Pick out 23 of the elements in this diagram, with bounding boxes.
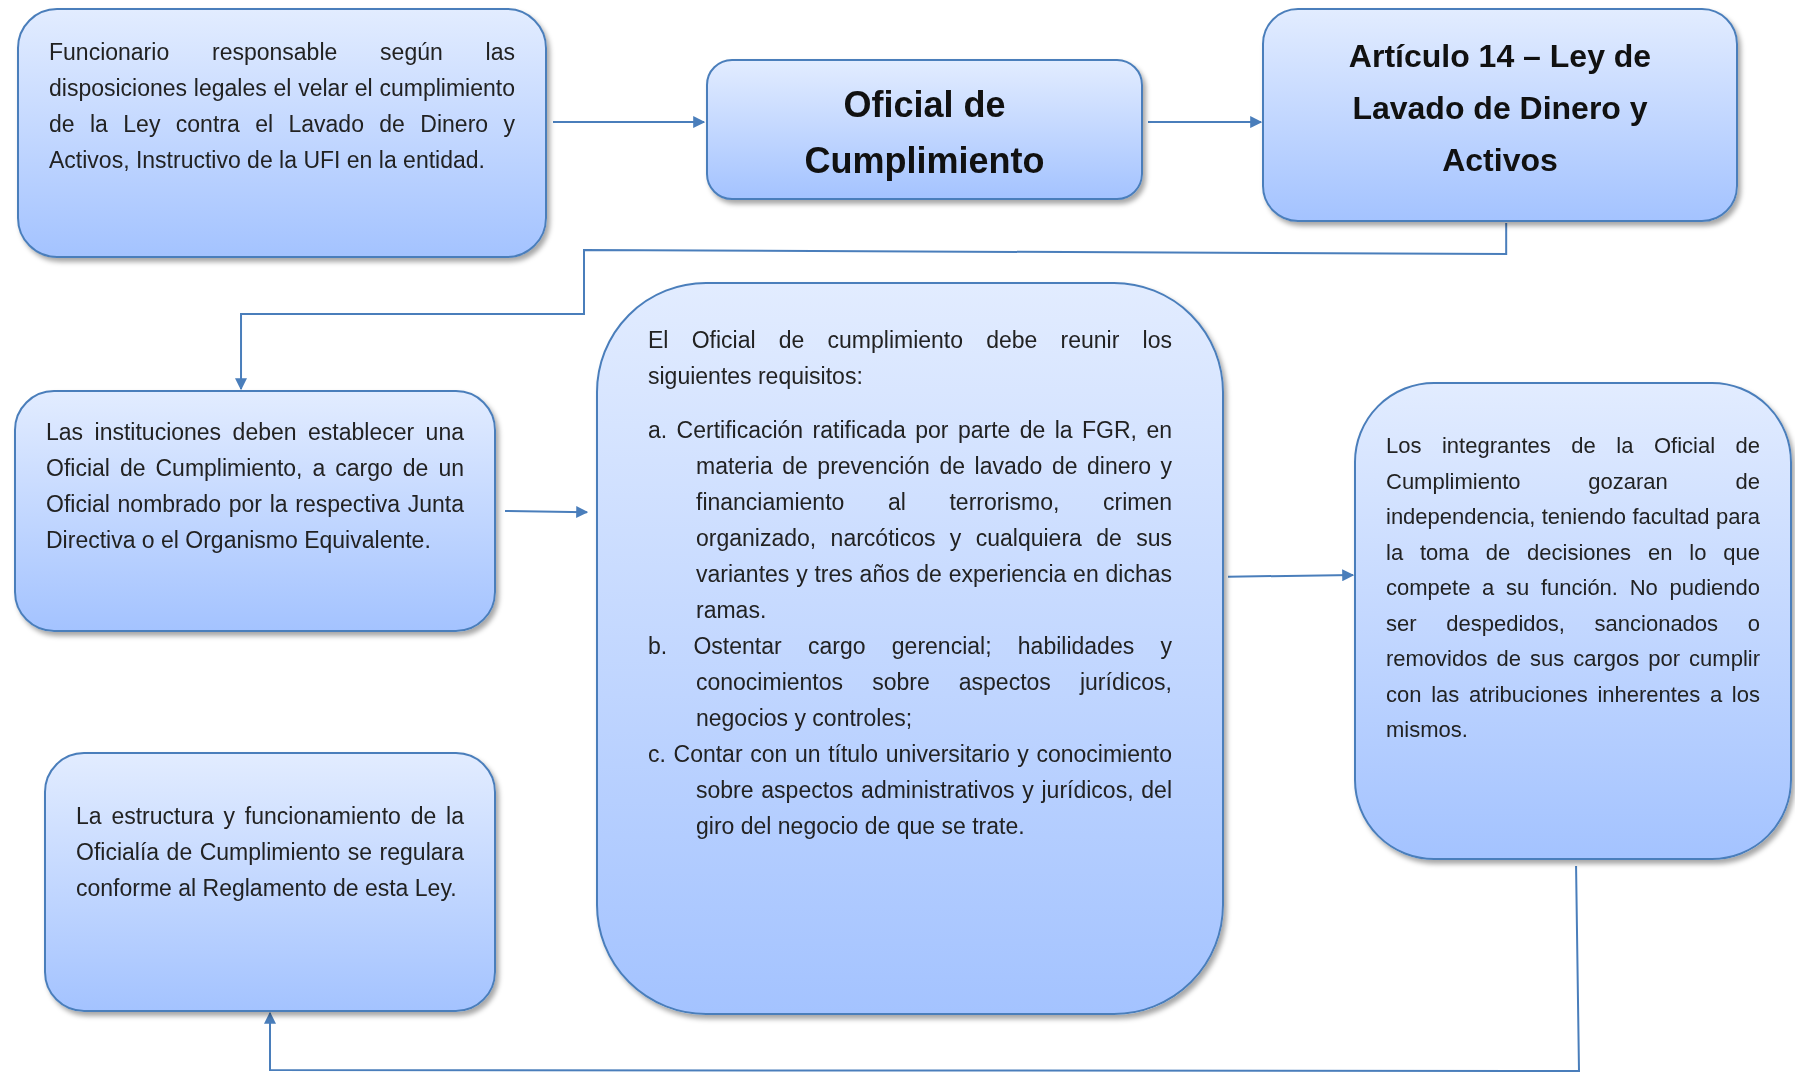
box-text: El Oficial de cumplimiento debe reunir los siguientes requisitos:	[648, 326, 1172, 391]
box-text: Las instituciones deben establecer una Oficial de Cumplimiento, a cargo de un Oficial nombrado por la respectiva Junta Directiva o el Organismo Equivalente.	[46, 418, 464, 555]
arrow	[504, 506, 589, 518]
rounded-text-box	[706, 59, 1143, 200]
arrow	[264, 865, 1580, 1072]
box-text: Funcionario responsable según las disposiciones legales el velar el cumplimiento de la Ley contra el Lavado de Dinero y Activos, Instructivo de la UFI en la entidad.	[49, 38, 515, 175]
rounded-text-box	[14, 390, 496, 632]
rounded-text-box	[17, 8, 547, 258]
arrow	[1227, 569, 1355, 582]
box-heading: Artículo 14 – Ley de Lavado de Dinero y Activos	[1347, 37, 1653, 180]
list-item: a. Certificación ratificada por parte de la FGR, en materia de prevención de lavado de dinero y financiamiento al terrorismo, crimen organizado, narcóticos y cualquiera de sus variantes y tres años de experiencia en dichas ramas.	[648, 416, 1172, 625]
rounded-text-box	[1354, 382, 1792, 860]
arrow	[1147, 116, 1263, 129]
box-heading: Oficial de Cumplimiento	[803, 83, 1046, 183]
arrow	[552, 116, 706, 129]
arrow	[235, 222, 1508, 391]
box-text: La estructura y funcionamiento de la Oficialía de Cumplimiento se regulara conforme al Reglamento de esta Ley.	[76, 802, 464, 903]
rounded-text-box	[596, 282, 1224, 1015]
rounded-text-box	[44, 752, 496, 1012]
rounded-text-box	[1262, 8, 1738, 222]
list-item: c. Contar con un título universitario y conocimiento sobre aspectos administrativos y jurídicos, del giro del negocio de que se trate.	[648, 740, 1172, 841]
list-item: b. Ostentar cargo gerencial; habilidades y conocimientos sobre aspectos jurídicos, negocios y controles;	[648, 632, 1172, 733]
box-text: Los integrantes de la Oficial de Cumplimiento gozaran de independencia, teniendo facultad para la toma de decisiones en lo que compete a su función. No pudiendo ser despedidos, sancionados o removidos de sus cargos por cumplir con las atribuciones inherentes a los mismos.	[1386, 432, 1760, 744]
